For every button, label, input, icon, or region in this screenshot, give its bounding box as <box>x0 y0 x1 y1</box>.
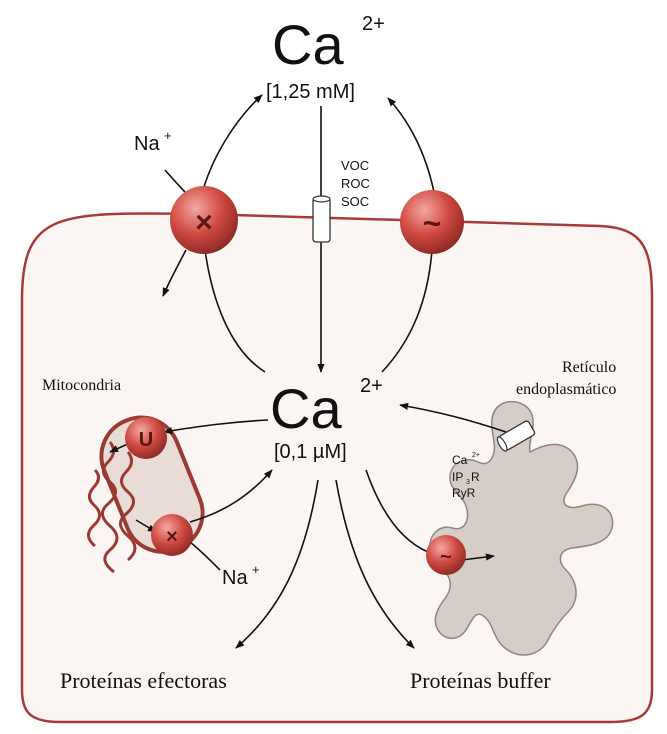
er-channel-ryr: RyR <box>452 486 476 500</box>
na-outside-symbol: Na <box>134 133 160 155</box>
cytosolic-ca-symbol: Ca <box>270 377 342 440</box>
plasma-membrane-channel <box>313 196 330 242</box>
mitochondrial-uniporter: U <box>125 417 167 459</box>
cytosolic-ca-charge: 2+ <box>360 375 383 397</box>
mitochondria-label: Mitocondria <box>42 377 121 394</box>
er-channel-ca: Ca <box>452 453 468 467</box>
extracellular-ca-symbol: Ca <box>272 13 344 76</box>
exchanger-symbol: × <box>195 206 213 239</box>
extracellular-ca-charge: 2+ <box>362 13 385 35</box>
er-channel-ip3r-suffix: R <box>471 470 480 484</box>
uniporter-symbol: U <box>139 429 153 451</box>
er-channel-ip3r-prefix: IP <box>452 470 463 484</box>
channel-label-soc: SOC <box>341 194 369 209</box>
er-channel-ip3r-subscript: 3 <box>466 479 470 486</box>
pmca-pump: ~ <box>400 190 464 254</box>
effector-proteins-label: Proteínas efectoras <box>60 668 227 693</box>
arrow-exchanger-to-outside <box>203 95 262 190</box>
na-ca-exchanger: × <box>170 186 238 254</box>
na-mito-symbol: Na <box>222 567 248 589</box>
er-label-line2: endoplasmático <box>516 381 616 398</box>
serca-pump: ~ <box>426 535 466 575</box>
channel-label-voc: VOC <box>341 158 369 173</box>
mito-exchanger-symbol: × <box>166 526 178 548</box>
extracellular-concentration: [1,25 mM] <box>266 81 355 103</box>
arrow-pump-to-outside <box>388 98 434 192</box>
channel-label-roc: ROC <box>341 176 370 191</box>
er-channel-ca-charge: 2+ <box>472 452 480 459</box>
buffer-proteins-label: Proteínas buffer <box>410 668 551 693</box>
serca-symbol: ~ <box>440 546 452 568</box>
na-mito-charge: + <box>252 562 260 577</box>
pump-symbol: ~ <box>423 205 442 241</box>
mitochondrial-exchanger: × <box>151 514 193 556</box>
cytosolic-concentration: [0,1 µM] <box>274 441 347 463</box>
er-label-line1: Retículo <box>562 359 616 376</box>
na-outside-charge: + <box>164 128 172 143</box>
